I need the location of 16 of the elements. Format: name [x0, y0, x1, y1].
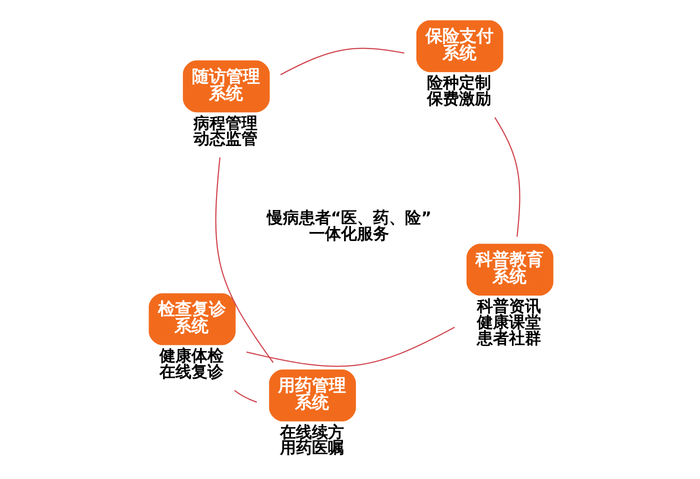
node-box: 随访管理系统 [182, 60, 270, 112]
connector [234, 389, 256, 402]
node-label: 病程管理 [193, 112, 258, 132]
node-label: 险种定制 [426, 72, 491, 92]
node-text: 慢病患者“医、药、险”一体化服务 [266, 208, 432, 242]
node-label: 在线续方 [279, 422, 344, 441]
node-box: 保险支付系统 [416, 20, 503, 72]
node-box: 科普教育系统 [466, 243, 553, 296]
connector [246, 326, 454, 366]
node-box: 检查复诊系统 [148, 292, 236, 345]
connector [494, 116, 520, 236]
node-box: 用药管理系统 [268, 368, 356, 421]
connector [214, 156, 274, 362]
node-label: 科普资讯 [476, 296, 541, 316]
connector [280, 47, 404, 75]
node-label: 健康体检 [158, 346, 223, 365]
